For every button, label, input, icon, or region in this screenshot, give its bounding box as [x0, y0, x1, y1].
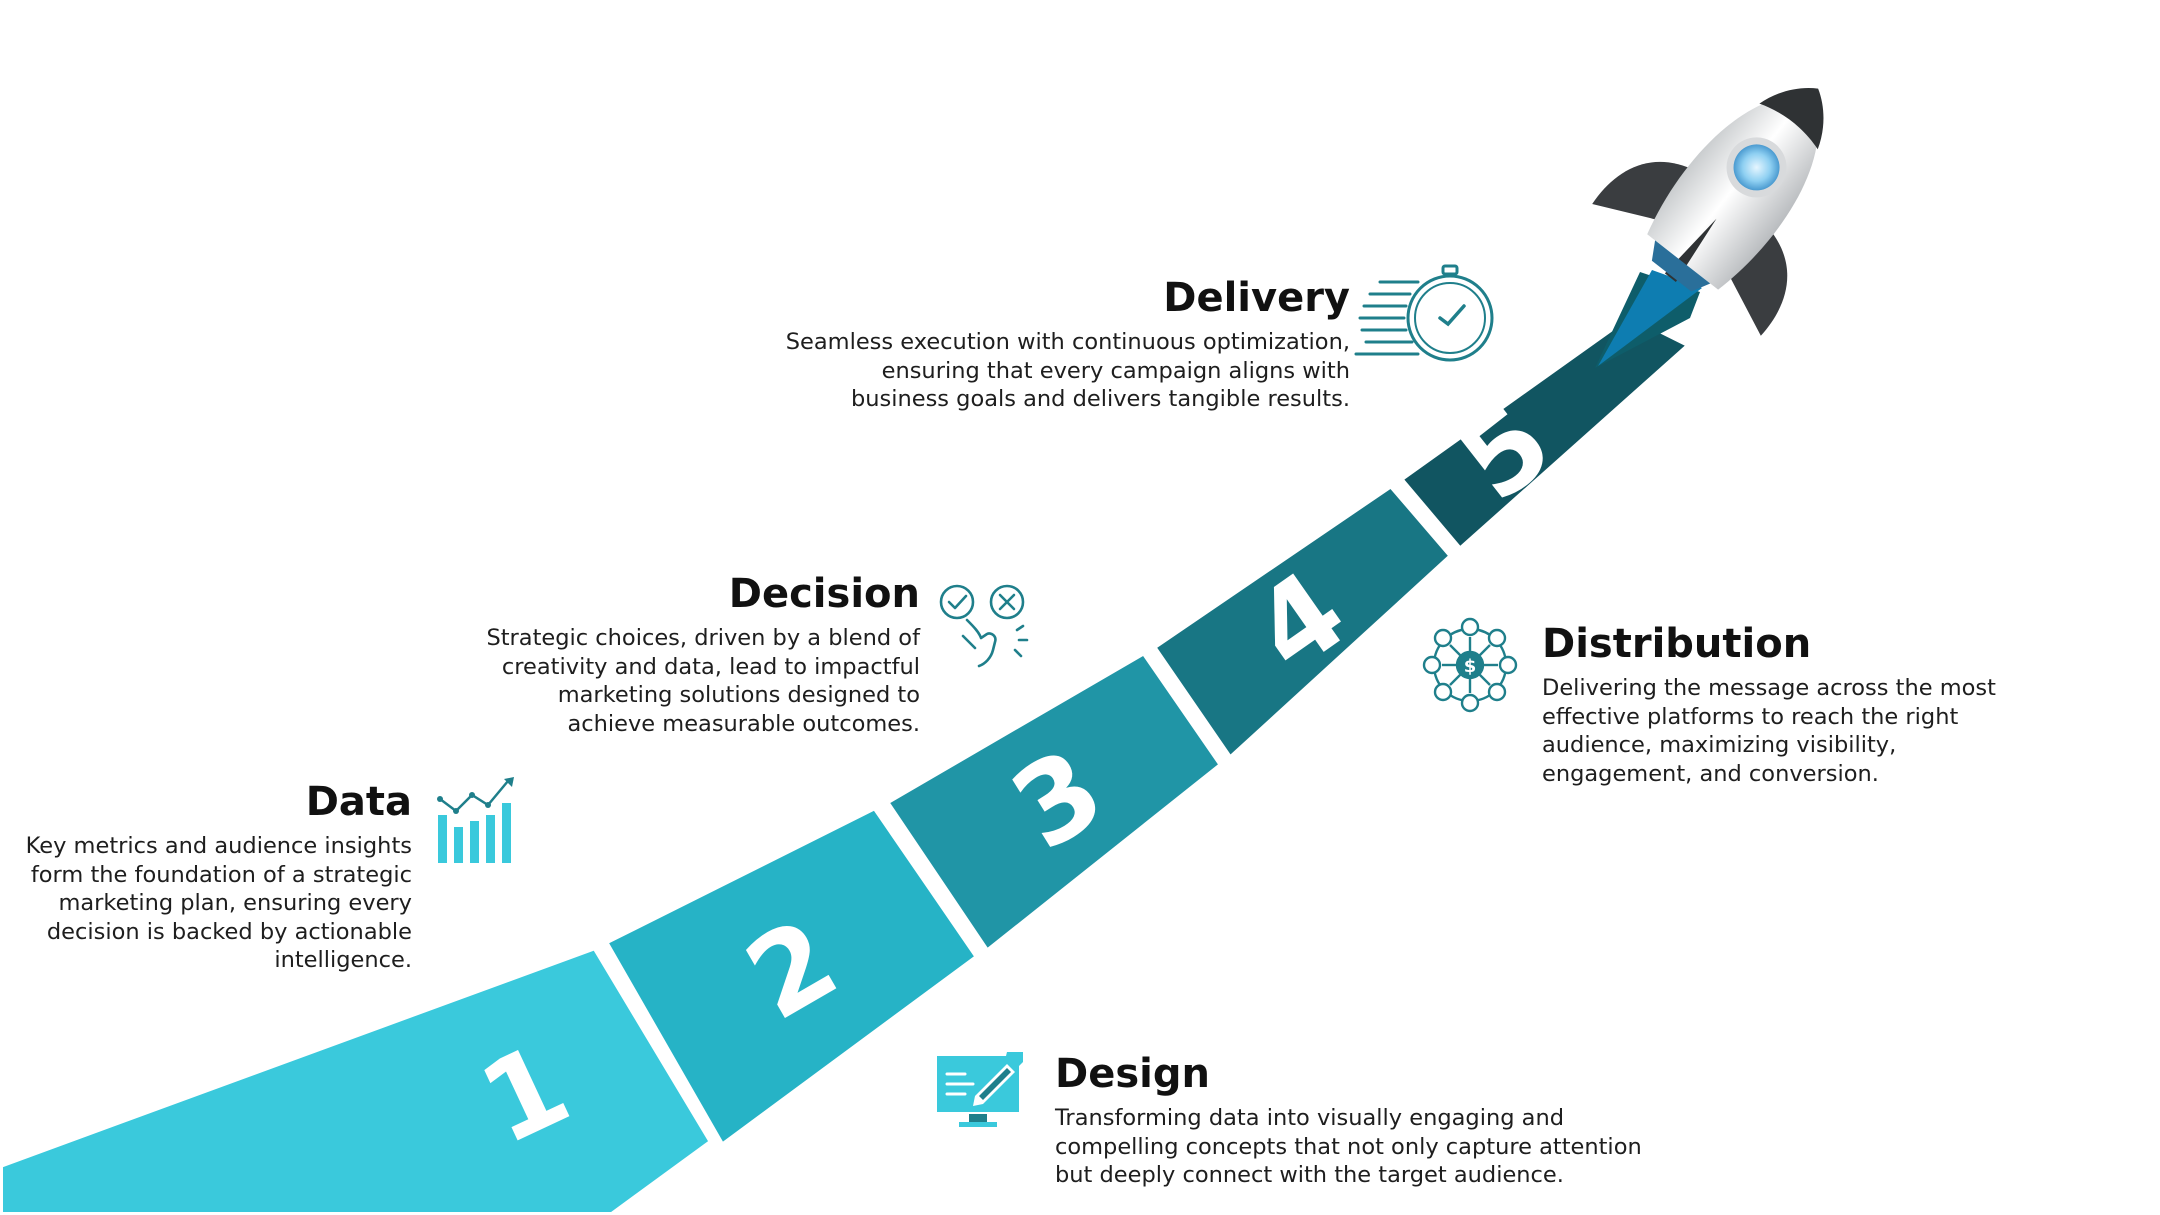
- rocket-flame-tip: [1598, 270, 1702, 366]
- rocket-icon: [1592, 88, 1824, 336]
- card-data-text: Key metrics and audience insights form t…: [25, 833, 412, 973]
- card-delivery-text: Seamless execution with continuous optim…: [785, 329, 1350, 412]
- card-distribution: Distribution Delivering the message acro…: [1542, 618, 2102, 788]
- network-distribution-icon: $: [1422, 617, 1518, 713]
- path-segments: [0, 311, 1696, 1215]
- card-distribution-title: Distribution: [1542, 621, 1812, 667]
- card-data-title: Data: [305, 779, 412, 825]
- card-design-title: Design: [1055, 1051, 1210, 1097]
- segment-1: [0, 943, 716, 1215]
- card-design: Design Transforming data into visually e…: [1055, 1048, 1675, 1190]
- card-data: Data Key metrics and audience insights f…: [20, 776, 412, 975]
- segment-2: [600, 803, 983, 1151]
- card-delivery-title: Delivery: [1163, 275, 1350, 321]
- stopwatch-icon: [1354, 264, 1494, 362]
- check-cross-choice-icon: [939, 584, 1029, 668]
- bar-chart-trend-icon: [437, 777, 514, 863]
- segment-3: [881, 648, 1227, 957]
- card-design-text: Transforming data into visually engaging…: [1055, 1105, 1642, 1188]
- card-decision: Decision Strategic choices, driven by a …: [420, 568, 920, 738]
- card-delivery: Delivery Seamless execution with continu…: [780, 272, 1350, 414]
- card-distribution-text: Delivering the message across the most e…: [1542, 675, 1996, 787]
- monitor-pen-design-icon: [937, 1052, 1023, 1127]
- segment-5: [1395, 311, 1696, 555]
- card-decision-text: Strategic choices, driven by a blend of …: [486, 625, 920, 737]
- svg-text:$: $: [1464, 656, 1477, 677]
- segment-4: [1148, 481, 1457, 764]
- card-decision-title: Decision: [728, 571, 920, 617]
